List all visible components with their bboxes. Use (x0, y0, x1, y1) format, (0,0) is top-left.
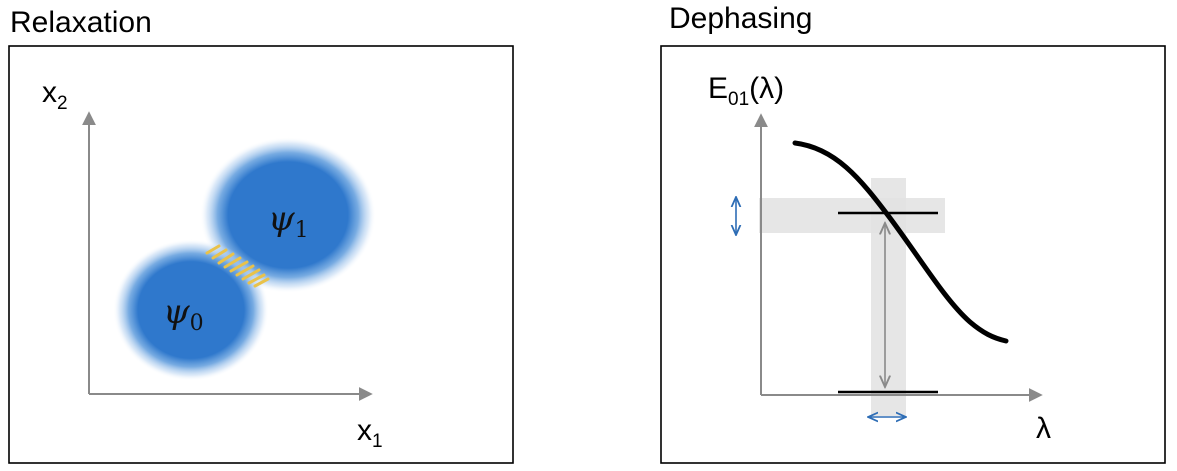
dephasing-title: Dephasing (669, 2, 812, 35)
relaxation-panel: Relaxation x2 x1 ψ1 ψ0 (8, 6, 514, 464)
energy-uncertainty-band (759, 198, 945, 233)
dephasing-y-axis-label: E01(λ) (708, 72, 784, 110)
dephasing-panel: Dephasing E01(λ) λ (660, 2, 1166, 464)
relaxation-y-axis-label: x2 (42, 76, 68, 114)
psi0-wavefunction (113, 239, 269, 381)
dephasing-frame (660, 45, 1166, 464)
psi1-wavefunction (200, 137, 376, 293)
energy-curve (792, 140, 1009, 344)
relaxation-x-axis-label: x1 (357, 414, 383, 452)
psi0-label: ψ0 (163, 292, 204, 336)
relaxation-frame (8, 45, 514, 464)
relaxation-title: Relaxation (10, 6, 152, 39)
psi1-label: ψ1 (268, 199, 309, 243)
dephasing-x-axis-label: λ (1036, 412, 1051, 445)
tunneling-hatch (205, 244, 270, 288)
